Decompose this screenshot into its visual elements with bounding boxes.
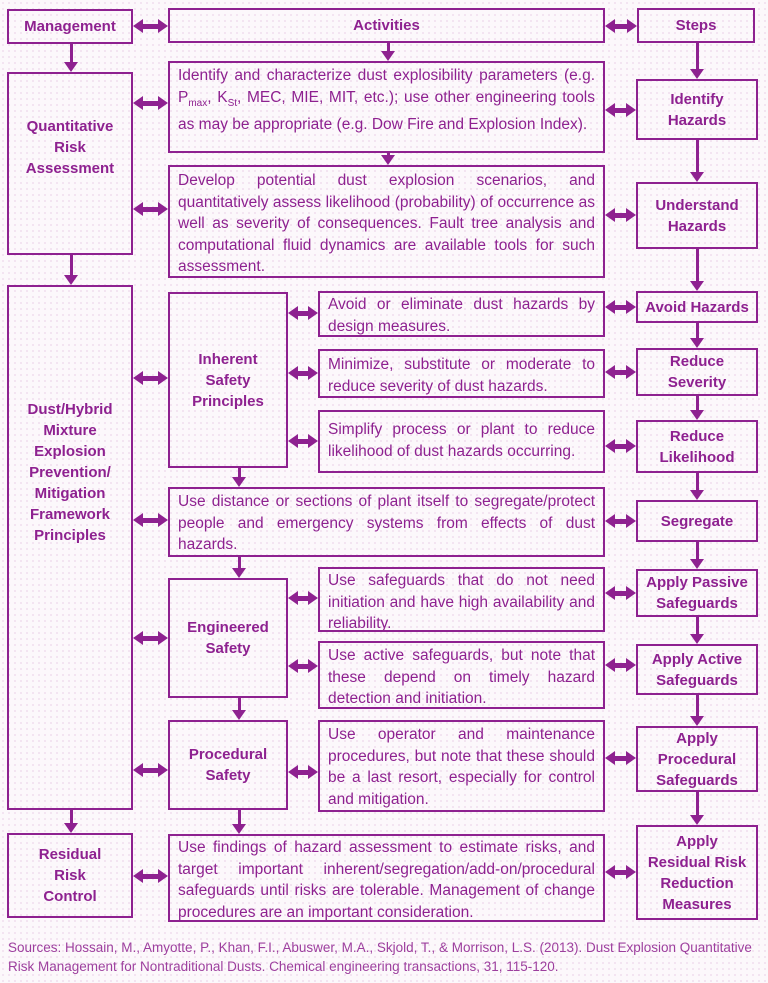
arrow-management-activities	[133, 18, 168, 34]
activity-procedural-box: Use operator and maintenance procedures,…	[318, 720, 605, 812]
arrow-residual-findings-activity	[133, 868, 168, 884]
step-reduce-likelihood-box: Reduce Likelihood	[636, 420, 758, 473]
arrow-procedural-operator	[288, 764, 318, 780]
arrow-activity-passive-safeguards	[605, 585, 636, 601]
arrow-avoid-severity-down	[689, 323, 705, 348]
arrow-identify-understand-down	[689, 140, 705, 182]
arrow-likelihood-segregate-down	[689, 473, 705, 500]
step-identify-hazards-box: Identify Hazards	[636, 79, 758, 140]
arrow-qra-down	[63, 255, 79, 285]
arrow-procedural-residual-down	[689, 792, 705, 825]
arrow-framework-segregate-activity	[133, 512, 168, 528]
arrow-engineered-passive	[288, 590, 318, 606]
step-procedural-safeguards-box: Apply Procedural Safeguards	[636, 726, 758, 792]
arrow-activity-reduce-severity	[605, 364, 636, 380]
arrow-framework-procedural	[133, 762, 168, 778]
management-box: Management	[7, 9, 133, 44]
arrow-passive-active-down	[689, 617, 705, 644]
activities-header-box: Activities	[168, 8, 605, 43]
activity-minimize-box: Minimize, substitute or moderate to redu…	[318, 349, 605, 398]
engineered-safety-box: Engineered Safety	[168, 578, 288, 698]
steps-header-box: Steps	[637, 8, 755, 43]
activity-residual-risk-box: Use findings of hazard assessment to est…	[168, 834, 605, 922]
step-residual-risk-box: Apply Residual Risk Reduction Measures	[636, 825, 758, 920]
arrow-activities-steps	[605, 18, 637, 34]
arrow-steps-down	[689, 43, 705, 79]
step-active-safeguards-box: Apply Active Safeguards	[636, 644, 758, 695]
arrow-engineered-procedural-down	[231, 698, 247, 720]
arrow-activity-procedural-safeguards	[605, 750, 636, 766]
arrow-activity-understand-hazards	[605, 207, 636, 223]
arrow-qra-identify-activity	[133, 95, 168, 111]
arrow-qra-scenarios-activity	[133, 201, 168, 217]
arrow-activity-avoid-hazards	[605, 299, 636, 315]
sources-citation: Sources: Hossain, M., Amyotte, P., Khan,…	[8, 940, 752, 974]
step-passive-safeguards-box: Apply Passive Safeguards	[636, 569, 758, 617]
arrow-identify-scenarios-down	[380, 153, 396, 165]
arrow-segregate-passive-down	[689, 542, 705, 569]
arrow-severity-likelihood-down	[689, 396, 705, 420]
arrow-inherent-down	[231, 468, 247, 487]
step-segregate-box: Segregate	[636, 500, 758, 542]
arrow-active-procedural-down	[689, 695, 705, 726]
activity-active-safeguards-box: Use active safeguards, but note that the…	[318, 641, 605, 709]
procedural-safety-box: Procedural Safety	[168, 720, 288, 810]
arrow-framework-inherent	[133, 370, 168, 386]
arrow-procedural-findings-down	[231, 810, 247, 834]
step-reduce-severity-box: Reduce Severity	[636, 348, 758, 396]
arrow-understand-avoid-down	[689, 249, 705, 291]
arrow-inherent-avoid	[288, 305, 318, 321]
arrow-segregate-engineered-down	[231, 557, 247, 578]
activity-identify-parameters-box: Identify and characterize dust explosibi…	[168, 61, 605, 153]
activity-segregate-box: Use distance or sections of plant itself…	[168, 487, 605, 557]
kst-subscript: St	[227, 97, 238, 109]
arrow-activity-residual-measures	[605, 864, 636, 880]
step-avoid-hazards-box: Avoid Hazards	[636, 291, 758, 323]
arrow-activity-segregate	[605, 513, 636, 529]
arrow-activities-down	[380, 43, 396, 61]
activity-scenarios-box: Develop potential dust explosion scenari…	[168, 165, 605, 278]
step-understand-hazards-box: Understand Hazards	[636, 182, 758, 249]
arrow-engineered-active	[288, 658, 318, 674]
arrow-inherent-minimize	[288, 365, 318, 381]
activity-simplify-box: Simplify process or plant to reduce like…	[318, 410, 605, 473]
activity-passive-safeguards-box: Use safeguards that do not need initiati…	[318, 567, 605, 632]
quantitative-risk-assessment-box: Quantitative Risk Assessment	[7, 72, 133, 255]
arrow-inherent-simplify	[288, 433, 318, 449]
residual-risk-control-box: Residual Risk Control	[7, 833, 133, 918]
arrow-framework-down	[63, 810, 79, 833]
inherent-safety-principles-box: Inherent Safety Principles	[168, 292, 288, 468]
arrow-framework-engineered	[133, 630, 168, 646]
activity-avoid-box: Avoid or eliminate dust hazards by desig…	[318, 291, 605, 337]
arrow-activity-active-safeguards	[605, 657, 636, 673]
arrow-management-down	[63, 44, 79, 72]
arrow-activity-identify-hazards	[605, 102, 636, 118]
pmax-subscript: max	[188, 97, 208, 109]
arrow-activity-reduce-likelihood	[605, 438, 636, 454]
activity-identify-text: Identify and characterize dust explosibi…	[178, 67, 595, 106]
framework-principles-box: Dust/Hybrid Mixture Explosion Prevention…	[7, 285, 133, 810]
